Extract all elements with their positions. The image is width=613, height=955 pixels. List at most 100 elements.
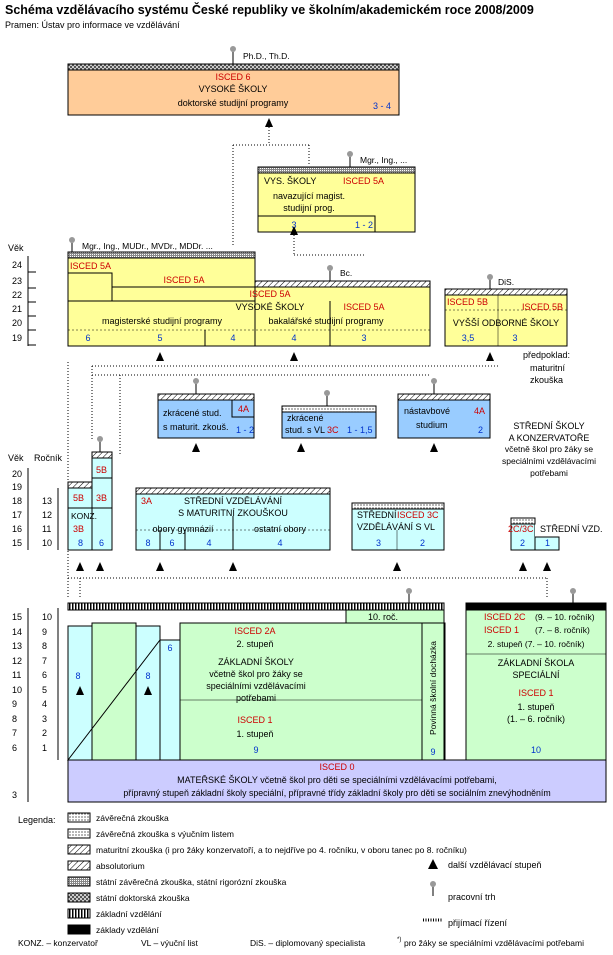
work-market-icon — [347, 151, 353, 157]
zss-c2: ISCED 1 — [484, 625, 519, 635]
vs-exit-left: Mgr., Ing., MUDr., MVDr., MDDr. ... — [82, 241, 213, 251]
zs-y3: 6 — [167, 643, 172, 653]
axis-age-tick: 23 — [12, 276, 22, 286]
axis-vek-label: Věk — [8, 243, 24, 253]
legend-swatch — [67, 812, 91, 823]
legend-item-label: státní doktorská zkouška — [96, 893, 190, 903]
vs-code-right: ISCED 5A — [343, 302, 384, 312]
vs-exit-right: Bc. — [340, 268, 352, 278]
legend-swatch — [67, 924, 91, 935]
arrow-next-stage — [393, 562, 401, 571]
axis-grade-tick: 8 — [42, 641, 47, 651]
ms-l1: MATEŘSKÉ ŠKOLY včetně škol pro děti se s… — [177, 775, 497, 785]
axis-age-tick: 12 — [12, 656, 22, 666]
legend-footer-0: KONZ. – konzervatoř — [18, 938, 98, 948]
vs-desc-left: magisterské studijní programy — [102, 316, 223, 326]
vs-y5: 3 — [361, 333, 366, 343]
box-konzervator: 5B 3B 5B KONZ. 3B 8 6 — [67, 451, 113, 551]
arrow-next-stage — [290, 226, 298, 235]
legend-footer-3: pro žáky se speciálními vzdělávacími pot… — [404, 938, 584, 948]
arrow-next-stage — [144, 686, 152, 695]
zs-roc10: 10. roč. — [368, 612, 398, 622]
vos-y1: 3,5 — [462, 333, 475, 343]
nav-years2: 1 - 2 — [355, 220, 373, 230]
zss-c2b: (7. – 8. ročník) — [535, 625, 590, 635]
special-ss-y1: 2 — [520, 538, 525, 548]
isced6-exit: Ph.D., Th.D. — [243, 51, 290, 61]
konz-name: KONZ. — [71, 511, 97, 521]
work-market-icon — [69, 237, 75, 243]
zs-l4: potřebami — [236, 693, 276, 703]
legend-item-label: základy vzdělání — [96, 925, 159, 935]
vos-exit: DiS. — [498, 277, 514, 287]
legend-right-0: další vzdělávací stupeň — [448, 860, 542, 870]
ms-l2: přípravný stupeň základní školy speciáln… — [123, 788, 550, 798]
axis-grade-tick: 2 — [42, 728, 47, 738]
legend-item-label: závěrečná zkouška — [96, 813, 169, 823]
zss-name1: ZÁKLADNÍ ŠKOLA — [498, 658, 575, 668]
nav-desc2: studijní prog. — [283, 203, 335, 213]
zkr-vl-l1: zkrácené — [287, 413, 324, 423]
special-ss-code: 2C/3C — [508, 524, 534, 534]
arrow-next-stage-icon — [428, 859, 438, 869]
zkr-mat-l2: s maturit. zkouš. — [163, 422, 229, 432]
nastavb-l2: studium — [416, 420, 448, 430]
vs-code-left: ISCED 5A — [70, 261, 111, 271]
box-zkracene-maturit: zkrácené stud. s maturit. zkouš. 4A 1 - … — [157, 393, 255, 439]
vos-note3: zkouška — [530, 375, 563, 385]
zss-c1: ISCED 2C — [484, 612, 526, 622]
vs-desc-right: bakalářské studijní programy — [268, 316, 384, 326]
box-zs-specialni: ISCED 2C (9. – 10. ročník) ISCED 1 (7. –… — [465, 602, 607, 761]
axis-grade-tick: 7 — [42, 656, 47, 666]
legend-item-label: základní vzdělání — [96, 909, 162, 919]
nastavb-y: 2 — [478, 425, 483, 435]
axis-grade-tick: 5 — [42, 685, 47, 695]
konz-c3: 3B — [73, 524, 84, 534]
axis-age-tick: 17 — [12, 510, 22, 520]
zs-stage1: 1. stupeň — [236, 729, 273, 739]
arrow-next-stage — [229, 562, 237, 571]
arrow-next-stage — [519, 562, 527, 571]
zkr-vl-code: 3C — [327, 425, 339, 435]
axis-age-tick: 21 — [12, 304, 22, 314]
axis-age-tick: 15 — [12, 612, 22, 622]
box-special-ss: 2C/3C STŘEDNÍ VZD. 2 1 — [508, 517, 605, 551]
axis-vek-mid-label: Věk — [8, 453, 24, 463]
vs-name: VYSOKÉ ŠKOLY — [236, 302, 305, 312]
axis-grade-tick: 12 — [42, 510, 52, 520]
work-market-icon — [430, 881, 436, 887]
axis-age-tick: 16 — [12, 524, 22, 534]
work-market-icon — [97, 436, 103, 442]
box-materske-skoly: ISCED 0 MATEŘSKÉ ŠKOLY včetně škol pro d… — [67, 759, 607, 803]
zs-y1: 8 — [75, 671, 80, 681]
zkr-vl-l2: stud. s VL — [285, 425, 325, 435]
zkr-mat-y: 1 - 2 — [236, 425, 254, 435]
vs-y1: 6 — [85, 333, 90, 343]
ssm-y1: 8 — [145, 538, 150, 548]
legend-item-label: státní závěrečná zkouška, státní rigoróz… — [96, 877, 287, 887]
ssm-l1: STŘEDNÍ VZDĚLÁVÁNÍ — [184, 496, 283, 506]
arrow-next-stage — [265, 118, 273, 127]
vos-code1: ISCED 5B — [447, 297, 488, 307]
nav-name: VYS. ŠKOLY — [264, 176, 316, 186]
zkr-mat-code: 4A — [238, 404, 249, 414]
work-market-icon — [406, 588, 412, 594]
konz-y1: 8 — [78, 538, 83, 548]
vs-y4: 4 — [291, 333, 296, 343]
axis-age-tick: 20 — [12, 318, 22, 328]
legend-footnote-mark: *) — [397, 937, 401, 943]
ssvl-code: ISCED 3C — [397, 510, 439, 520]
isced6-code: ISCED 6 — [215, 72, 250, 82]
axis-grade-tick: 6 — [42, 670, 47, 680]
work-market-icon — [570, 588, 576, 594]
zs-name: ZÁKLADNÍ ŠKOLY — [218, 657, 294, 667]
konz-c2: 3B — [96, 493, 107, 503]
ssm-code: 3A — [141, 496, 152, 506]
ssvl-l1: STŘEDNÍ — [357, 510, 397, 520]
axis-age-tick: 3 — [12, 790, 17, 800]
nav-exit: Mgr., Ing., ... — [360, 155, 407, 165]
axis-age-tick: 10 — [12, 685, 22, 695]
page-title: Schéma vzdělávacího systému České republ… — [5, 2, 534, 17]
